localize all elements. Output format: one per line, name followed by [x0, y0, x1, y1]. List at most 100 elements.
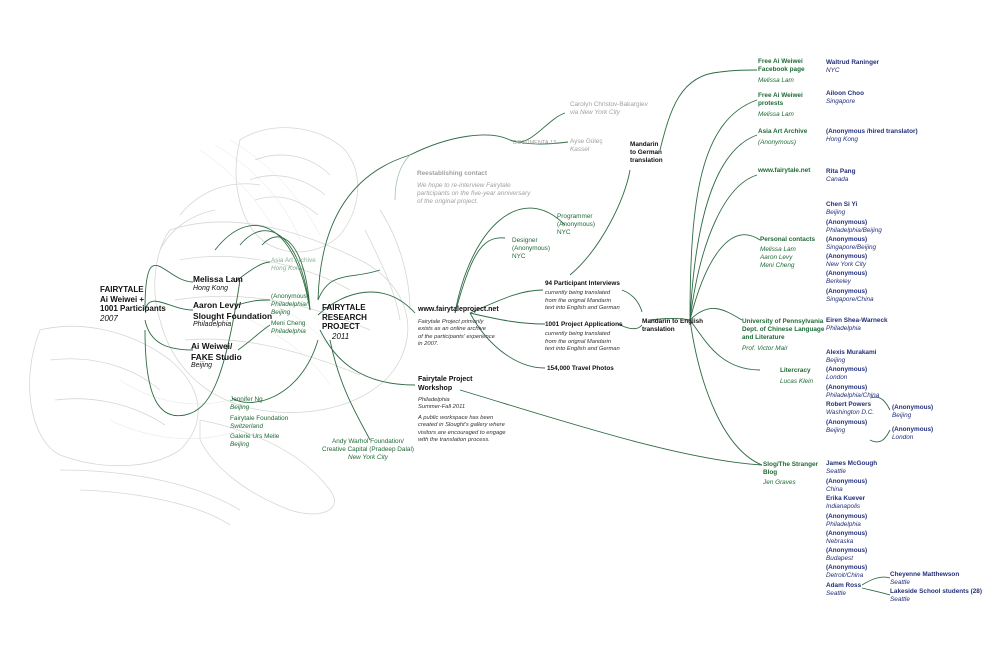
node-sub-3: Meni Cheng: [760, 262, 795, 269]
partner-location: Beijing: [191, 362, 213, 369]
research-line3: PROJECT: [322, 322, 360, 332]
bottom-node-jennifer-ng: Jennifer Ng Beijing: [230, 396, 263, 412]
translator-location: China: [826, 486, 843, 493]
translator-name: (Anonymous): [826, 547, 868, 554]
translator-name: Robert Powers: [826, 401, 872, 408]
translator-name: (Anonymous): [892, 404, 934, 411]
node-location-line2: Beijing: [271, 309, 291, 316]
side-node-asia-art-archive: Asia Art Archive Hong Kong: [271, 257, 316, 273]
root-year: 2007: [100, 313, 118, 323]
node-line1: Andy Warhol Foundation/: [332, 438, 404, 445]
translator-location: Seattle: [890, 579, 910, 586]
bottom-node-fairytale-foundation: Fairytale Foundation Switzerland: [230, 415, 288, 431]
node-line2: Dept. of Chinese Language: [742, 326, 825, 333]
root-title-line2: Ai Weiwei +: [100, 294, 145, 304]
node-line3: NYC: [512, 253, 526, 260]
translator-location: Indianapolis: [826, 503, 861, 510]
node-fairytale-net: www.fairytale.net: [758, 167, 810, 175]
node-free-ai-weiwei-facebook: Free Ai Weiwei Facebook page Melissa Lam: [758, 58, 805, 85]
translator-location: Philadelphia: [826, 325, 861, 332]
root-title-line1: FAIRYTALE: [100, 285, 144, 294]
node-name: Fairytale Foundation: [230, 415, 289, 422]
translator-name: Erika Kuever: [826, 495, 866, 502]
translator-location: Beijing: [892, 412, 912, 419]
node-line1: Mandarin: [630, 141, 659, 148]
translator-location: London: [826, 374, 848, 381]
research-line2: RESEARCH: [322, 312, 367, 322]
translator-name: Alexis Murakami: [826, 349, 877, 356]
translator-location: London: [892, 434, 914, 441]
translator-name: (Anonymous): [826, 564, 868, 571]
sub-translator-item: (Anonymous)London: [892, 426, 933, 442]
node-sub-1: Melissa Lam: [760, 246, 796, 253]
node-line3: translation: [630, 157, 663, 164]
translator-name: (Anonymous): [826, 366, 868, 373]
translator-name: (Anonymous): [826, 384, 868, 391]
sub-translator-item: Lakeside School students (28)Seattle: [890, 588, 982, 604]
translator-name: Waltrud Raninger: [826, 59, 880, 66]
translator-item: (Anonymous)Budapest: [826, 547, 867, 563]
documenta-person-2: Ayse Güleç Kassel: [570, 138, 603, 154]
translator-item: (Anonymous)Nebraska: [826, 530, 867, 546]
translator-name: (Anonymous): [826, 236, 868, 243]
translator-location: Seattle: [826, 468, 846, 475]
node-sub: Prof. Victor Mair: [742, 345, 788, 352]
node-location: Switzerland: [230, 423, 264, 430]
node-name: (Anonymous): [271, 293, 310, 300]
translator-location: Canada: [826, 176, 849, 183]
translator-location: Detroit/China: [826, 572, 864, 579]
node-name: Asia Art Archive: [271, 257, 316, 264]
node-desc-line1: currently being translated: [545, 290, 611, 296]
translator-location: Singapore: [826, 98, 856, 105]
node-slog-stranger-blog: Slog/The Stranger Blog Jen Graves: [763, 461, 818, 487]
translator-location: Seattle: [826, 590, 846, 597]
translator-item: (Anonymous)Singapore/Beijing: [826, 236, 876, 252]
node-sub: Lucas Klein: [780, 378, 814, 385]
node-sub: (Anonymous): [758, 139, 797, 146]
translator-item: (Anonymous)China: [826, 478, 867, 494]
node-sub: Jen Graves: [763, 479, 796, 486]
side-node-anonymous: (Anonymous) Philadelphia/ Beijing: [271, 293, 309, 317]
node-location: Beijing: [230, 441, 250, 448]
node-location: Hong Kong: [271, 265, 303, 272]
node-line2: translation: [642, 326, 675, 333]
node-line2: protests: [758, 100, 784, 107]
node-line1: Free Ai Weiwei: [758, 92, 803, 99]
reestablishing-contact-node: Reestablishing contact We hope to re-int…: [417, 170, 530, 206]
node-desc-line3: text into English and German: [545, 346, 620, 353]
translator-name: Rita Pang: [826, 168, 856, 175]
translator-name: (Anonymous): [826, 530, 868, 537]
translator-location: New York City: [826, 261, 867, 268]
node-title: 1001 Project Applications: [545, 321, 623, 328]
bottom-node-galerie-urs-meile: Galerie Urs Meile Beijing: [230, 433, 279, 449]
node-desc-line2: from the orignal Mandarin: [545, 297, 612, 304]
side-node-meni-cheng: Meni Cheng Philadelphia: [271, 320, 306, 336]
translator-name: Chen Si Yi: [826, 201, 858, 208]
node-line2: to German: [630, 149, 662, 156]
person-name: Carolyn Christov-Bakargiev: [570, 101, 648, 108]
mandarin-german-node: Mandarin to German translation: [630, 141, 663, 165]
translator-name: Ailoon Choo: [826, 90, 864, 97]
translator-item: (Anonymous)Singapore/China: [826, 288, 874, 304]
translator-location: NYC: [826, 67, 840, 74]
node-line2: Blog: [763, 469, 778, 476]
research-project-node: FAIRYTALE RESEARCH PROJECT 2011: [322, 303, 367, 342]
node-title: Reestablishing contact: [417, 170, 487, 177]
node-line1: Designer: [512, 237, 538, 244]
translator-item: (Anonymous)Philadelphia: [826, 513, 867, 529]
node-desc-line3: text into English and German: [545, 305, 620, 312]
translator-location: Singapore/China: [826, 296, 874, 303]
translator-item: (Anonymous)Detroit/China: [826, 564, 867, 580]
website-node: www.fairytaleproject.net Fairytale Proje…: [418, 306, 499, 349]
partner-aaron-levy: Aaron Levy/ Slought Foundation Philadelp…: [193, 300, 272, 330]
node-sub: Melissa Lam: [758, 111, 794, 118]
translator-item: (Anonymous)Philadelphia/Beijing: [826, 219, 882, 235]
translator-name: Adam Ross: [826, 582, 862, 589]
workshop-title-line1: Fairytale Project: [418, 376, 473, 383]
programmer-node: Programmer (Anonymous) NYC: [557, 213, 595, 237]
node-line1: Litercracy: [780, 367, 811, 374]
